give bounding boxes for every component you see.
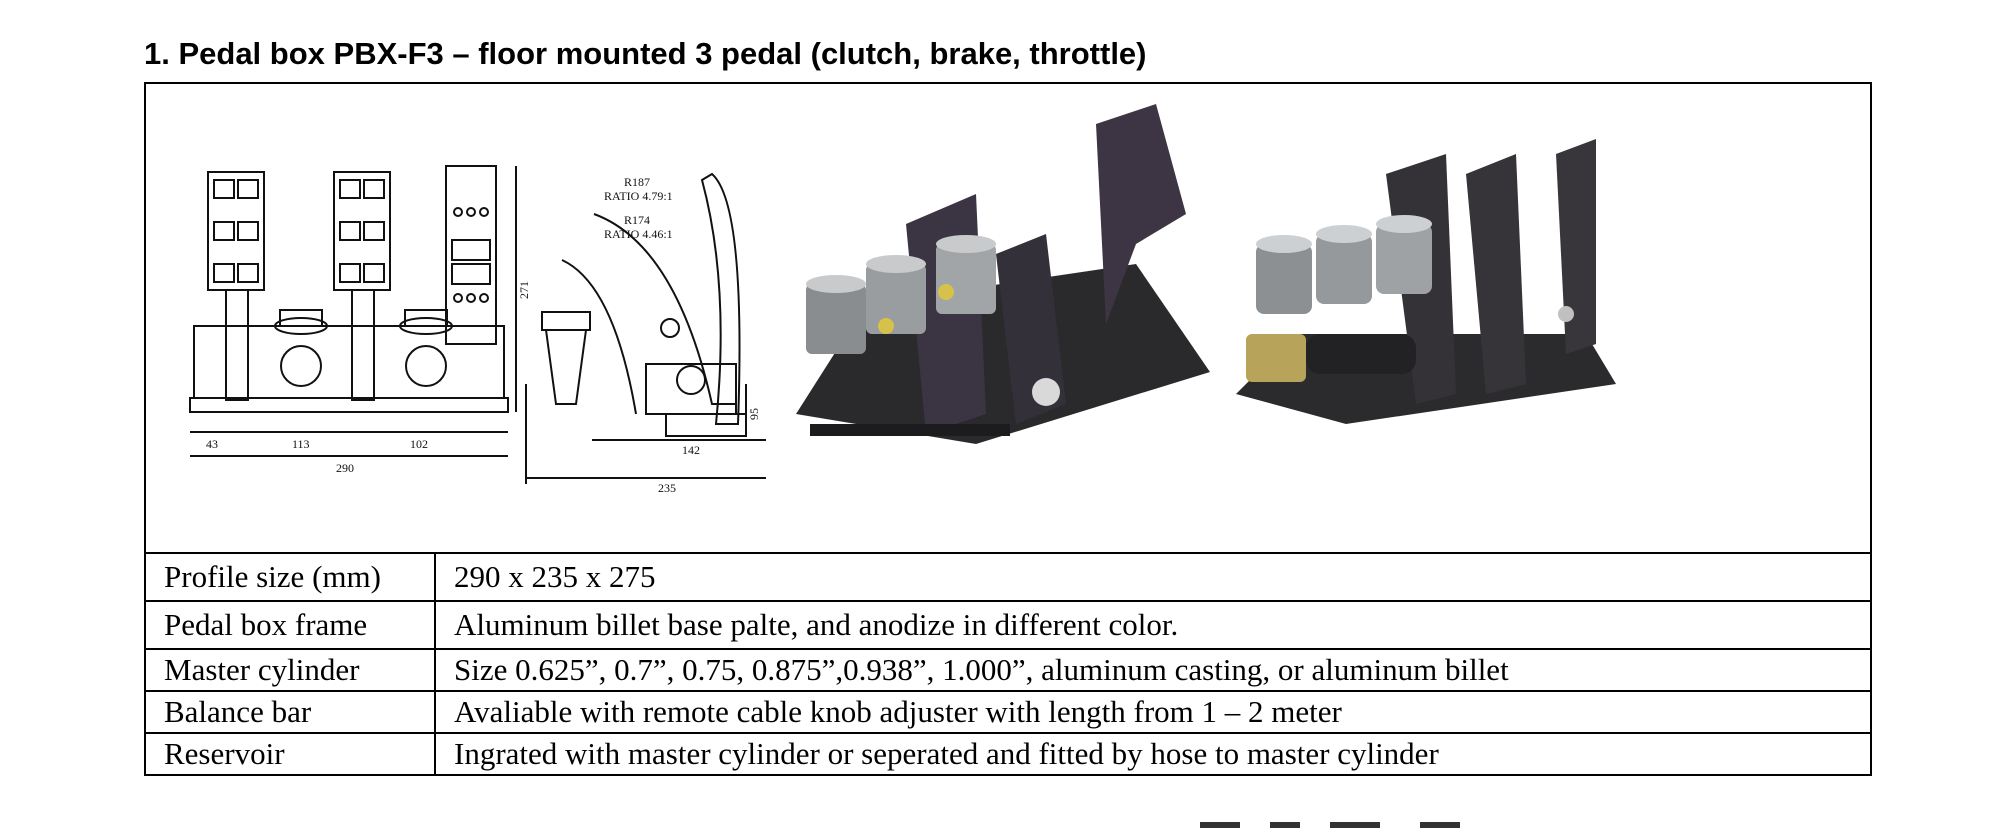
dim-142: 142 — [682, 443, 700, 457]
spec-value: Ingrated with master cylinder or seperat… — [434, 732, 1872, 776]
spec-label: Reservoir — [144, 732, 436, 776]
spec-row-reservoir: Reservoir Ingrated with master cylinder … — [144, 732, 1872, 776]
dim-271: 271 — [517, 281, 531, 299]
spec-label: Profile size (mm) — [144, 552, 436, 602]
front-view-drawing — [189, 165, 517, 457]
spec-row-master-cylinder: Master cylinder Size 0.625”, 0.7”, 0.75,… — [144, 648, 1872, 692]
dim-235: 235 — [658, 481, 676, 495]
label-ratio-1: RATIO 4.79:1 — [604, 189, 673, 203]
image-row: 271 43 113 102 290 — [144, 82, 1872, 554]
spec-value: Avaliable with remote cable knob adjuste… — [434, 690, 1872, 734]
spec-value: 290 x 235 x 275 — [434, 552, 1872, 602]
spec-value: Size 0.625”, 0.7”, 0.75, 0.875”,0.938”, … — [434, 648, 1872, 692]
label-r174: R174 — [624, 213, 650, 227]
label-r187: R187 — [624, 175, 650, 189]
render-3d-side-view — [796, 104, 1210, 444]
dim-102: 102 — [410, 437, 428, 451]
dim-113: 113 — [292, 437, 310, 451]
spec-row-balance-bar: Balance bar Avaliable with remote cable … — [144, 690, 1872, 734]
dim-43: 43 — [206, 437, 218, 451]
side-view-drawing — [525, 172, 766, 484]
cropped-footer-marks — [1200, 818, 1490, 832]
render-3d-angle-view — [1236, 139, 1616, 424]
spec-label: Balance bar — [144, 690, 436, 734]
product-image-cell: 271 43 113 102 290 — [144, 82, 1872, 554]
spec-table: 271 43 113 102 290 — [144, 82, 1872, 776]
label-ratio-2: RATIO 4.46:1 — [604, 227, 673, 241]
cropped-text-fragment — [1200, 822, 1460, 828]
spec-label: Pedal box frame — [144, 600, 436, 650]
spec-label: Master cylinder — [144, 648, 436, 692]
dim-95: 95 — [747, 408, 761, 420]
spec-row-profile-size: Profile size (mm) 290 x 235 x 275 — [144, 552, 1872, 602]
spec-value: Aluminum billet base palte, and anodize … — [434, 600, 1872, 650]
pedal-box-images: 271 43 113 102 290 — [189, 104, 1616, 495]
spec-row-pedal-box-frame: Pedal box frame Aluminum billet base pal… — [144, 600, 1872, 650]
dim-290: 290 — [336, 461, 354, 475]
section-heading: 1. Pedal box PBX-F3 – floor mounted 3 pe… — [144, 36, 1147, 71]
